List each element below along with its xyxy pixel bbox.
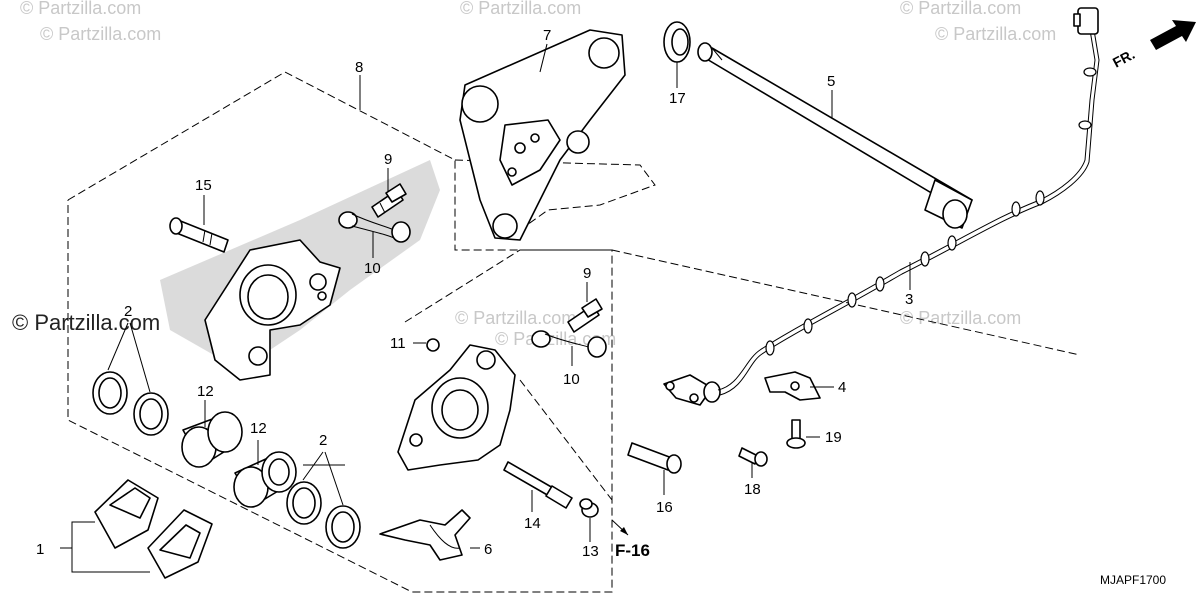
- callout-10: 10: [364, 260, 381, 277]
- bleed-cap-upper: [338, 211, 411, 243]
- callout-9: 9: [384, 151, 392, 168]
- callout-18: 18: [744, 481, 761, 498]
- caliper-piston: [181, 411, 297, 508]
- callout-13: 13: [582, 543, 599, 560]
- callout-14: 14: [524, 515, 541, 532]
- callout-12: 12: [250, 420, 267, 437]
- watermark-layer: © Partzilla.com © Partzilla.com © Partzi…: [12, 0, 1056, 349]
- caliper-bolt-left: [169, 217, 229, 253]
- piston-seal: [92, 371, 361, 549]
- watermark: © Partzilla.com: [900, 0, 1021, 18]
- callout-10: 10: [563, 371, 580, 388]
- callout-1: 1: [36, 541, 44, 558]
- callout-12: 12: [197, 383, 214, 400]
- diagram-code: MJAPF1700: [1100, 573, 1166, 587]
- figure-reference-label: F-16: [615, 541, 650, 560]
- brake-pads: [94, 479, 213, 579]
- callout-2: 2: [319, 432, 327, 449]
- figure-reference: F-16: [611, 519, 650, 560]
- callout-11: 11: [390, 335, 406, 352]
- pad-pin-plug: [579, 498, 599, 518]
- callout-19: 19: [825, 429, 842, 446]
- wheel-speed-sensor: [663, 7, 1100, 406]
- watermark: © Partzilla.com: [40, 24, 161, 44]
- caliper-body-right: [397, 344, 516, 471]
- watermark-large: © Partzilla.com: [12, 310, 160, 335]
- bleed-valve-upper: [371, 183, 407, 218]
- clamp-bolt: [786, 419, 806, 449]
- callout-4: 4: [838, 379, 846, 396]
- caliper-bracket-plate: [459, 29, 626, 241]
- pad-pin: [503, 461, 573, 509]
- nut: [426, 338, 440, 352]
- rear-axle: [697, 42, 973, 229]
- callout-6: 6: [484, 541, 492, 558]
- callout-7: 7: [543, 27, 551, 44]
- watermark: © Partzilla.com: [460, 0, 581, 18]
- washer: [663, 21, 691, 63]
- bleed-valve-lower: [567, 298, 603, 333]
- caliper-body-left: [204, 239, 341, 381]
- watermark: © Partzilla.com: [900, 308, 1021, 328]
- sensor-bolt: [738, 447, 768, 467]
- callout-2: 2: [124, 303, 132, 320]
- callout-15: 15: [195, 177, 212, 194]
- assembly-boundaries: [67, 71, 1081, 593]
- watermark: © Partzilla.com: [455, 308, 576, 328]
- callout-3: 3: [905, 291, 913, 308]
- callout-16: 16: [656, 499, 673, 516]
- leader-lines: [60, 43, 911, 573]
- caliper-bolt-right: [627, 442, 682, 474]
- watermark: © Partzilla.com: [495, 329, 616, 349]
- callout-17: 17: [669, 90, 686, 107]
- front-label: FR.: [1110, 46, 1137, 71]
- pad-spring: [379, 509, 471, 561]
- callout-9: 9: [583, 265, 591, 282]
- callout-8: 8: [355, 59, 363, 76]
- callout-numbers: 1 2 2 3 4 5 6 7 8 9 9 10 10 11 12 12 13 …: [36, 27, 913, 560]
- watermark: © Partzilla.com: [935, 24, 1056, 44]
- watermark: © Partzilla.com: [20, 0, 141, 18]
- front-direction-arrow: FR.: [1110, 20, 1196, 71]
- sensor-clamp: [764, 371, 821, 401]
- callout-5: 5: [827, 73, 835, 90]
- bleed-cap-lower: [531, 330, 607, 358]
